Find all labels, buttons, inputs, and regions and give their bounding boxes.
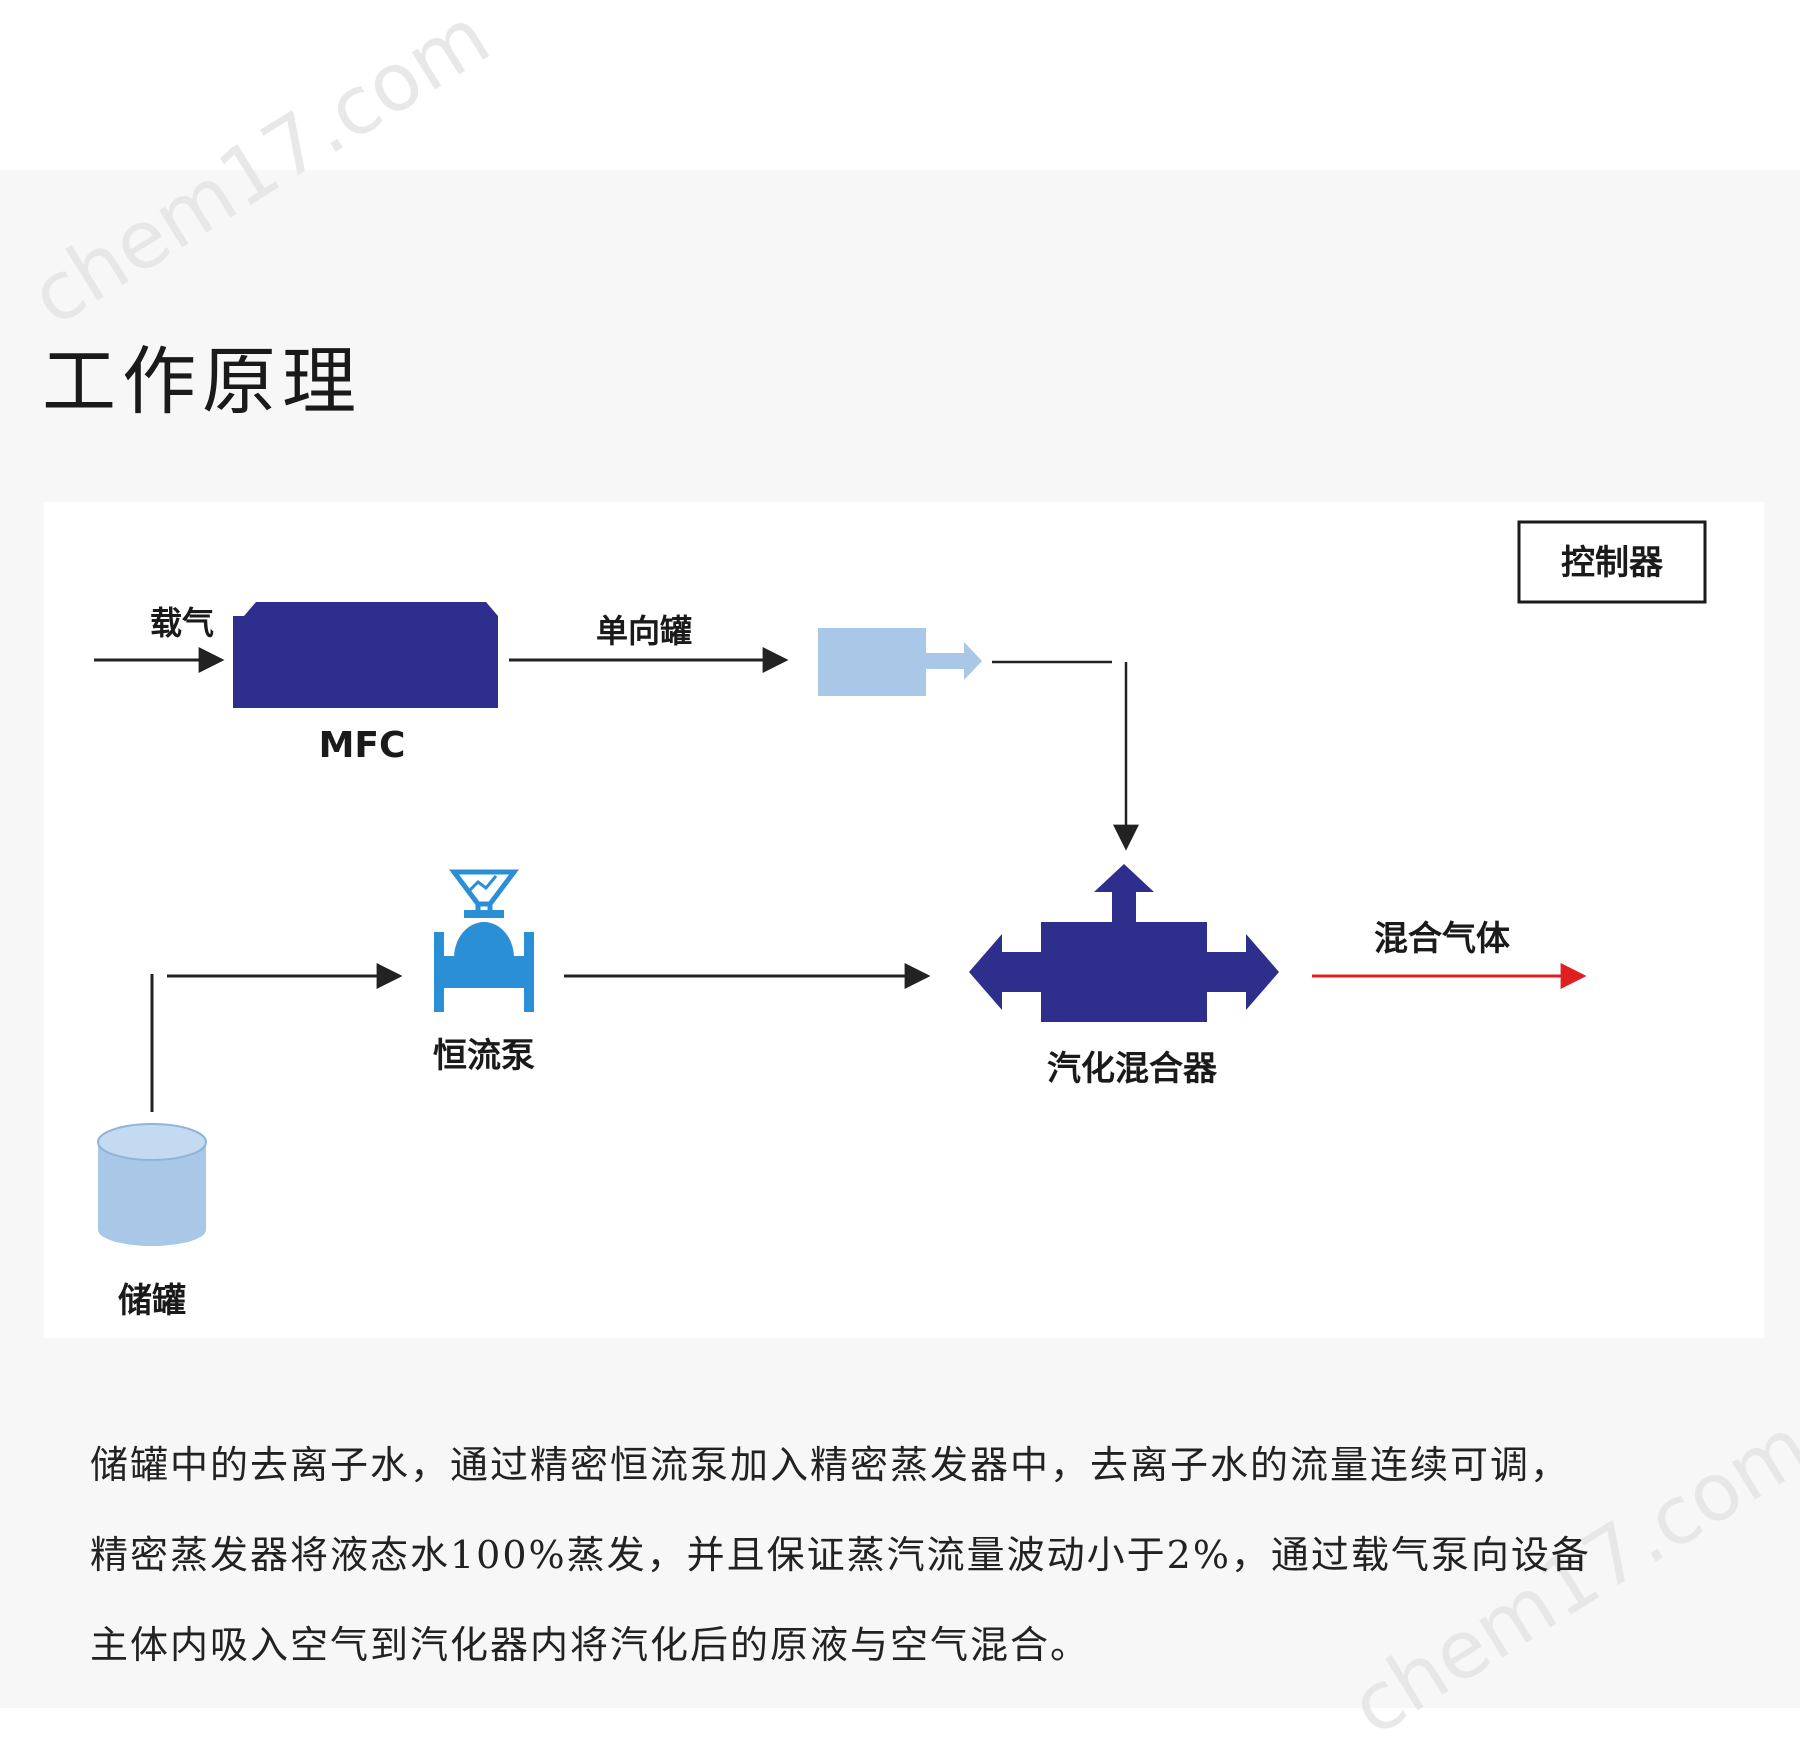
mfc-block bbox=[233, 602, 498, 708]
tank-label: 储罐 bbox=[118, 1281, 186, 1321]
check-valve-label: 单向罐 bbox=[596, 612, 692, 650]
vaporization-mixer-icon bbox=[969, 864, 1279, 1022]
working-principle-diagram: 控制器 载气 MFC 单向罐 储罐 bbox=[44, 502, 1764, 1338]
carrier-gas-label: 载气 bbox=[150, 604, 214, 642]
mfc-label: MFC bbox=[319, 725, 406, 766]
pump-label: 恒流泵 bbox=[433, 1036, 535, 1076]
mixer-label: 汽化混合器 bbox=[1047, 1049, 1218, 1089]
description-line: 精密蒸发器将液态水100%蒸发，并且保证蒸汽流量波动小于2%，通过载气泵向设备 bbox=[90, 1533, 1591, 1577]
check-valve-icon bbox=[818, 628, 926, 696]
description-line: 储罐中的去离子水，通过精密恒流泵加入精密蒸发器中，去离子水的流量连续可调， bbox=[90, 1443, 1571, 1487]
controller-label: 控制器 bbox=[1561, 543, 1664, 583]
top-band bbox=[0, 0, 1800, 170]
controller-box bbox=[1517, 520, 1707, 604]
description-line: 主体内吸入空气到汽化器内将汽化后的原液与空气混合。 bbox=[90, 1623, 1091, 1667]
mixed-gas-label: 混合气体 bbox=[1374, 919, 1510, 959]
constant-flow-pump-icon bbox=[434, 869, 534, 1012]
description: 储罐中的去离子水，通过精密恒流泵加入精密蒸发器中，去离子水的流量连续可调， 精密… bbox=[90, 1420, 1730, 1690]
storage-tank-icon bbox=[97, 1123, 207, 1246]
diagram-svg: 控制器 载气 MFC 单向罐 储罐 bbox=[94, 520, 1707, 1321]
page-title: 工作原理 bbox=[42, 339, 362, 425]
check-valve-arrow-icon bbox=[926, 642, 982, 680]
